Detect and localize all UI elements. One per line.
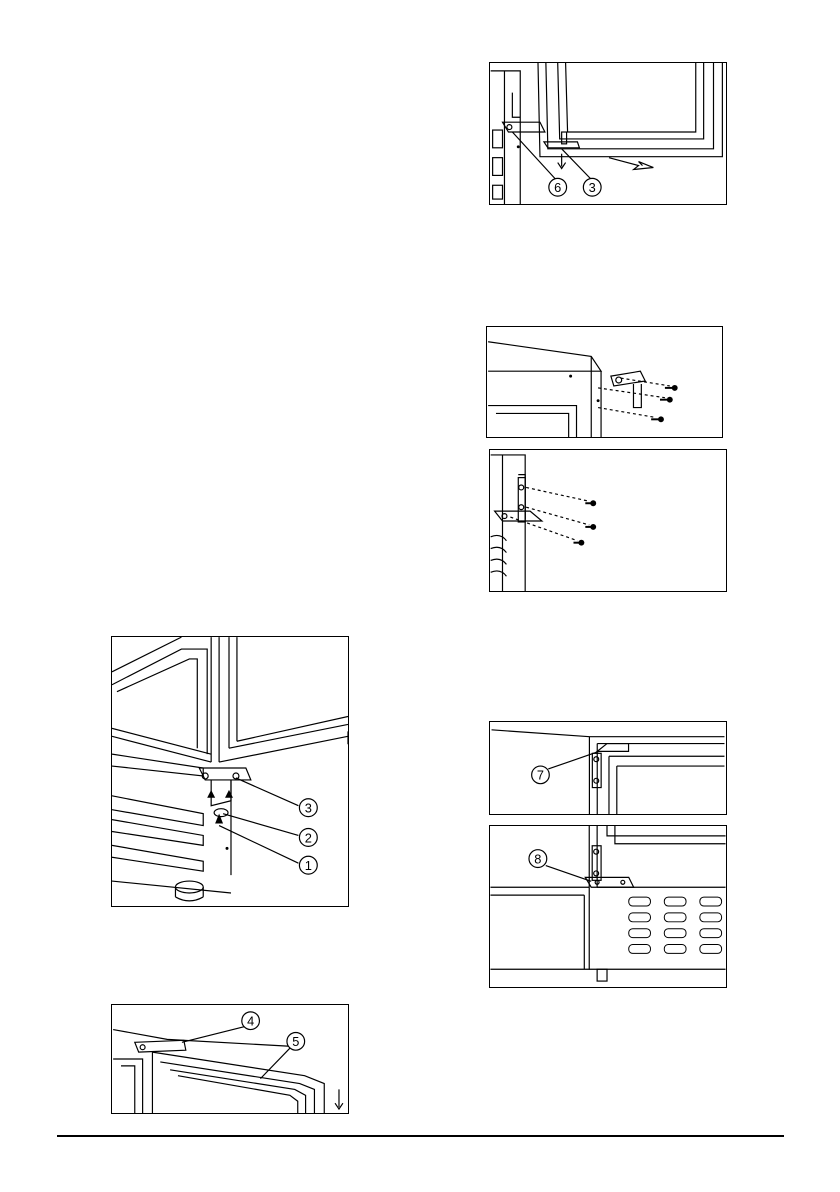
bottom-hinge-drawing xyxy=(490,450,726,591)
figure-top-hinge-screws xyxy=(486,326,723,438)
svg-text:6: 6 xyxy=(554,180,561,195)
bottom-hinge-parts-drawing: 3 2 1 xyxy=(112,637,348,906)
callout-3: 3 xyxy=(299,799,317,817)
figure-hinge-removal-top: 6 3 xyxy=(489,62,727,205)
svg-text:3: 3 xyxy=(305,801,312,816)
figure-bottom-hinge-screws xyxy=(489,449,727,592)
callout-2: 2 xyxy=(299,829,317,847)
callout-6: 6 xyxy=(549,178,567,196)
hinge-removal-drawing: 6 3 xyxy=(490,63,726,204)
figure-bottom-hinge-parts: 3 2 1 xyxy=(111,636,349,907)
bottom-hinge-installed-drawing: 8 xyxy=(490,826,726,987)
svg-text:2: 2 xyxy=(305,830,312,845)
svg-text:8: 8 xyxy=(534,852,541,867)
door-top-drawing: 4 5 xyxy=(112,1005,348,1113)
footer-rule xyxy=(57,1135,784,1137)
svg-text:1: 1 xyxy=(305,858,312,873)
top-hinge-installed-drawing: 7 xyxy=(490,722,726,814)
figure-bottom-hinge-installed: 8 xyxy=(489,825,727,988)
callout-3: 3 xyxy=(583,178,601,196)
svg-text:4: 4 xyxy=(247,1014,254,1029)
callout-8: 8 xyxy=(529,850,547,868)
callout-7: 7 xyxy=(532,766,550,784)
figure-top-hinge-installed: 7 xyxy=(489,721,727,815)
svg-text:7: 7 xyxy=(537,768,544,783)
top-hinge-drawing xyxy=(487,327,722,437)
figure-door-top: 4 5 xyxy=(111,1004,349,1114)
svg-text:5: 5 xyxy=(292,1034,299,1049)
callout-1: 1 xyxy=(299,856,317,874)
callout-5: 5 xyxy=(287,1032,305,1050)
svg-text:3: 3 xyxy=(589,180,596,195)
callout-4: 4 xyxy=(242,1012,260,1030)
